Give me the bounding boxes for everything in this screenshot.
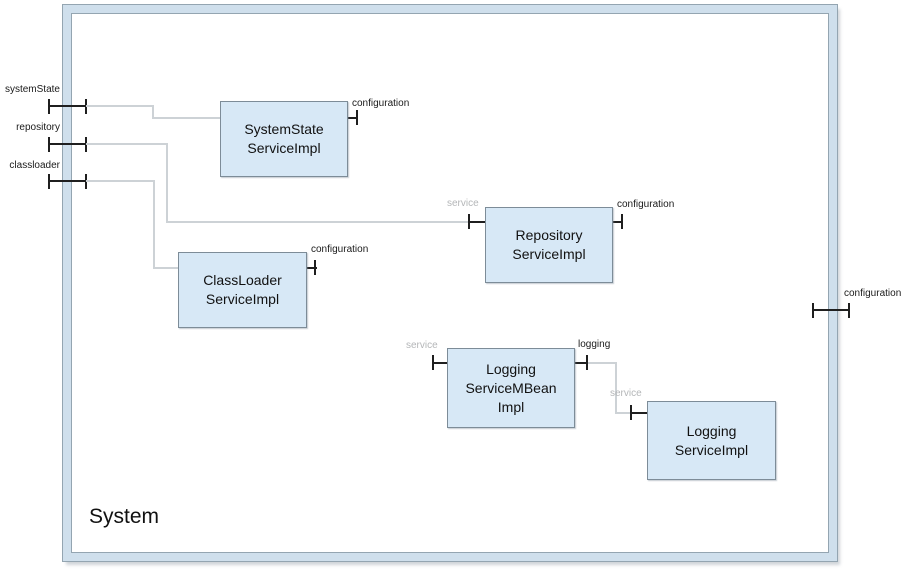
port-stub [433,362,447,364]
port-tick [48,174,50,189]
component-name: ClassLoader ServiceImpl [203,272,282,307]
connector-segment [152,117,220,119]
connector-segment [166,143,168,223]
port-stub [348,117,358,119]
component-logging-servicembean-impl[interactable]: Logging ServiceMBean Impl [447,348,575,428]
port-tick [848,303,850,318]
connector-segment [152,105,154,119]
frame-port-label-systemstate: systemState [4,84,60,95]
connector-segment [153,180,155,269]
port-label-service: service [447,198,479,209]
port-tick [48,137,50,152]
port-label-logging: logging [578,339,611,350]
connector-segment [615,412,632,414]
port-stub [470,221,485,223]
port-tick [314,260,316,275]
port-label-configuration: configuration [311,244,369,255]
component-name: Repository ServiceImpl [512,227,586,262]
component-logging-serviceimpl[interactable]: Logging ServiceImpl [647,401,776,480]
frame-port-line-classloader [48,180,86,182]
port-label-service: service [406,340,438,351]
connector-segment [588,362,617,364]
connector-segment [86,105,153,107]
connector-segment [86,143,168,145]
port-tick [812,303,814,318]
connector-segment [615,362,617,414]
frame-port-label-repository: repository [16,122,60,133]
frame-port-line-configuration [812,309,850,311]
frame-port-line-repository [48,143,86,145]
port-tick [468,214,470,229]
frame-port-line-systemstate [48,105,86,107]
component-name: SystemState ServiceImpl [244,121,324,156]
component-classloader-serviceimpl[interactable]: ClassLoader ServiceImpl [178,252,307,328]
frame-port-label-configuration: configuration [844,288,902,299]
port-tick [621,214,623,229]
connector-segment [166,221,468,223]
connector-segment [86,180,155,182]
port-label-configuration: configuration [352,98,410,109]
port-stub [307,267,317,269]
component-name: Logging ServiceImpl [674,422,749,458]
port-label-service: service [610,388,642,399]
port-stub [613,221,623,223]
system-frame-title: System [89,505,160,528]
component-repository-serviceimpl[interactable]: Repository ServiceImpl [485,207,613,283]
port-tick [586,355,588,370]
system-frame [63,5,837,561]
component-systemstate-serviceimpl[interactable]: SystemState ServiceImpl [220,101,348,177]
port-stub [575,362,587,364]
frame-port-label-classloader: classloader [9,160,60,171]
port-stub [631,412,647,414]
port-tick [48,99,50,114]
connector-segment [153,267,178,269]
port-tick [356,110,358,125]
port-label-configuration: configuration [617,199,675,210]
component-name: Logging ServiceMBean Impl [465,360,557,415]
